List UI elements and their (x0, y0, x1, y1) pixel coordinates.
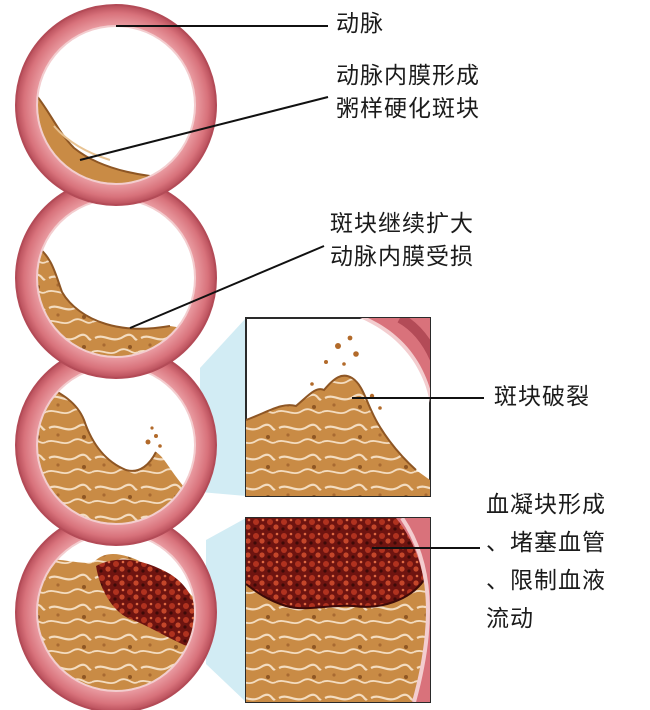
label-stage-4-line-1: 血凝块形成 (486, 492, 606, 518)
leader-stage-2 (129, 245, 325, 329)
label-stage-4-line-3: 、限制血液 (486, 568, 606, 594)
label-artery-text: 动脉 (336, 11, 384, 37)
artery-stage-4 (15, 511, 217, 710)
zoom-beam-2 (206, 518, 246, 702)
label-stage-4-line-2: 、堵塞血管 (486, 530, 606, 556)
label-stage-4: 血凝块形成 、堵塞血管 、限制血液 流动 (486, 486, 606, 638)
artery-stage-1 (15, 4, 217, 206)
artery-stage-2 (15, 177, 217, 379)
label-stage-3-text: 斑块破裂 (494, 384, 590, 410)
label-stage-2: 斑块继续扩大 动脉内膜受损 (330, 208, 474, 274)
label-stage-2-line-2: 动脉内膜受损 (330, 244, 474, 270)
label-stage-1-line-1: 动脉内膜形成 (336, 63, 480, 89)
label-stage-1: 动脉内膜形成 粥样硬化斑块 (336, 60, 480, 126)
label-stage-2-line-1: 斑块继续扩大 (330, 211, 474, 237)
zoom-panel-rupture (245, 317, 431, 497)
label-stage-1-line-2: 粥样硬化斑块 (336, 96, 480, 122)
zoom-panel-clot (245, 517, 431, 703)
label-artery: 动脉 (336, 8, 384, 41)
label-stage-4-line-4: 流动 (486, 606, 534, 632)
artery-stage-3 (15, 344, 217, 546)
leader-stage-1 (79, 96, 329, 161)
leader-lines (79, 25, 484, 549)
label-stage-3: 斑块破裂 (494, 381, 590, 414)
